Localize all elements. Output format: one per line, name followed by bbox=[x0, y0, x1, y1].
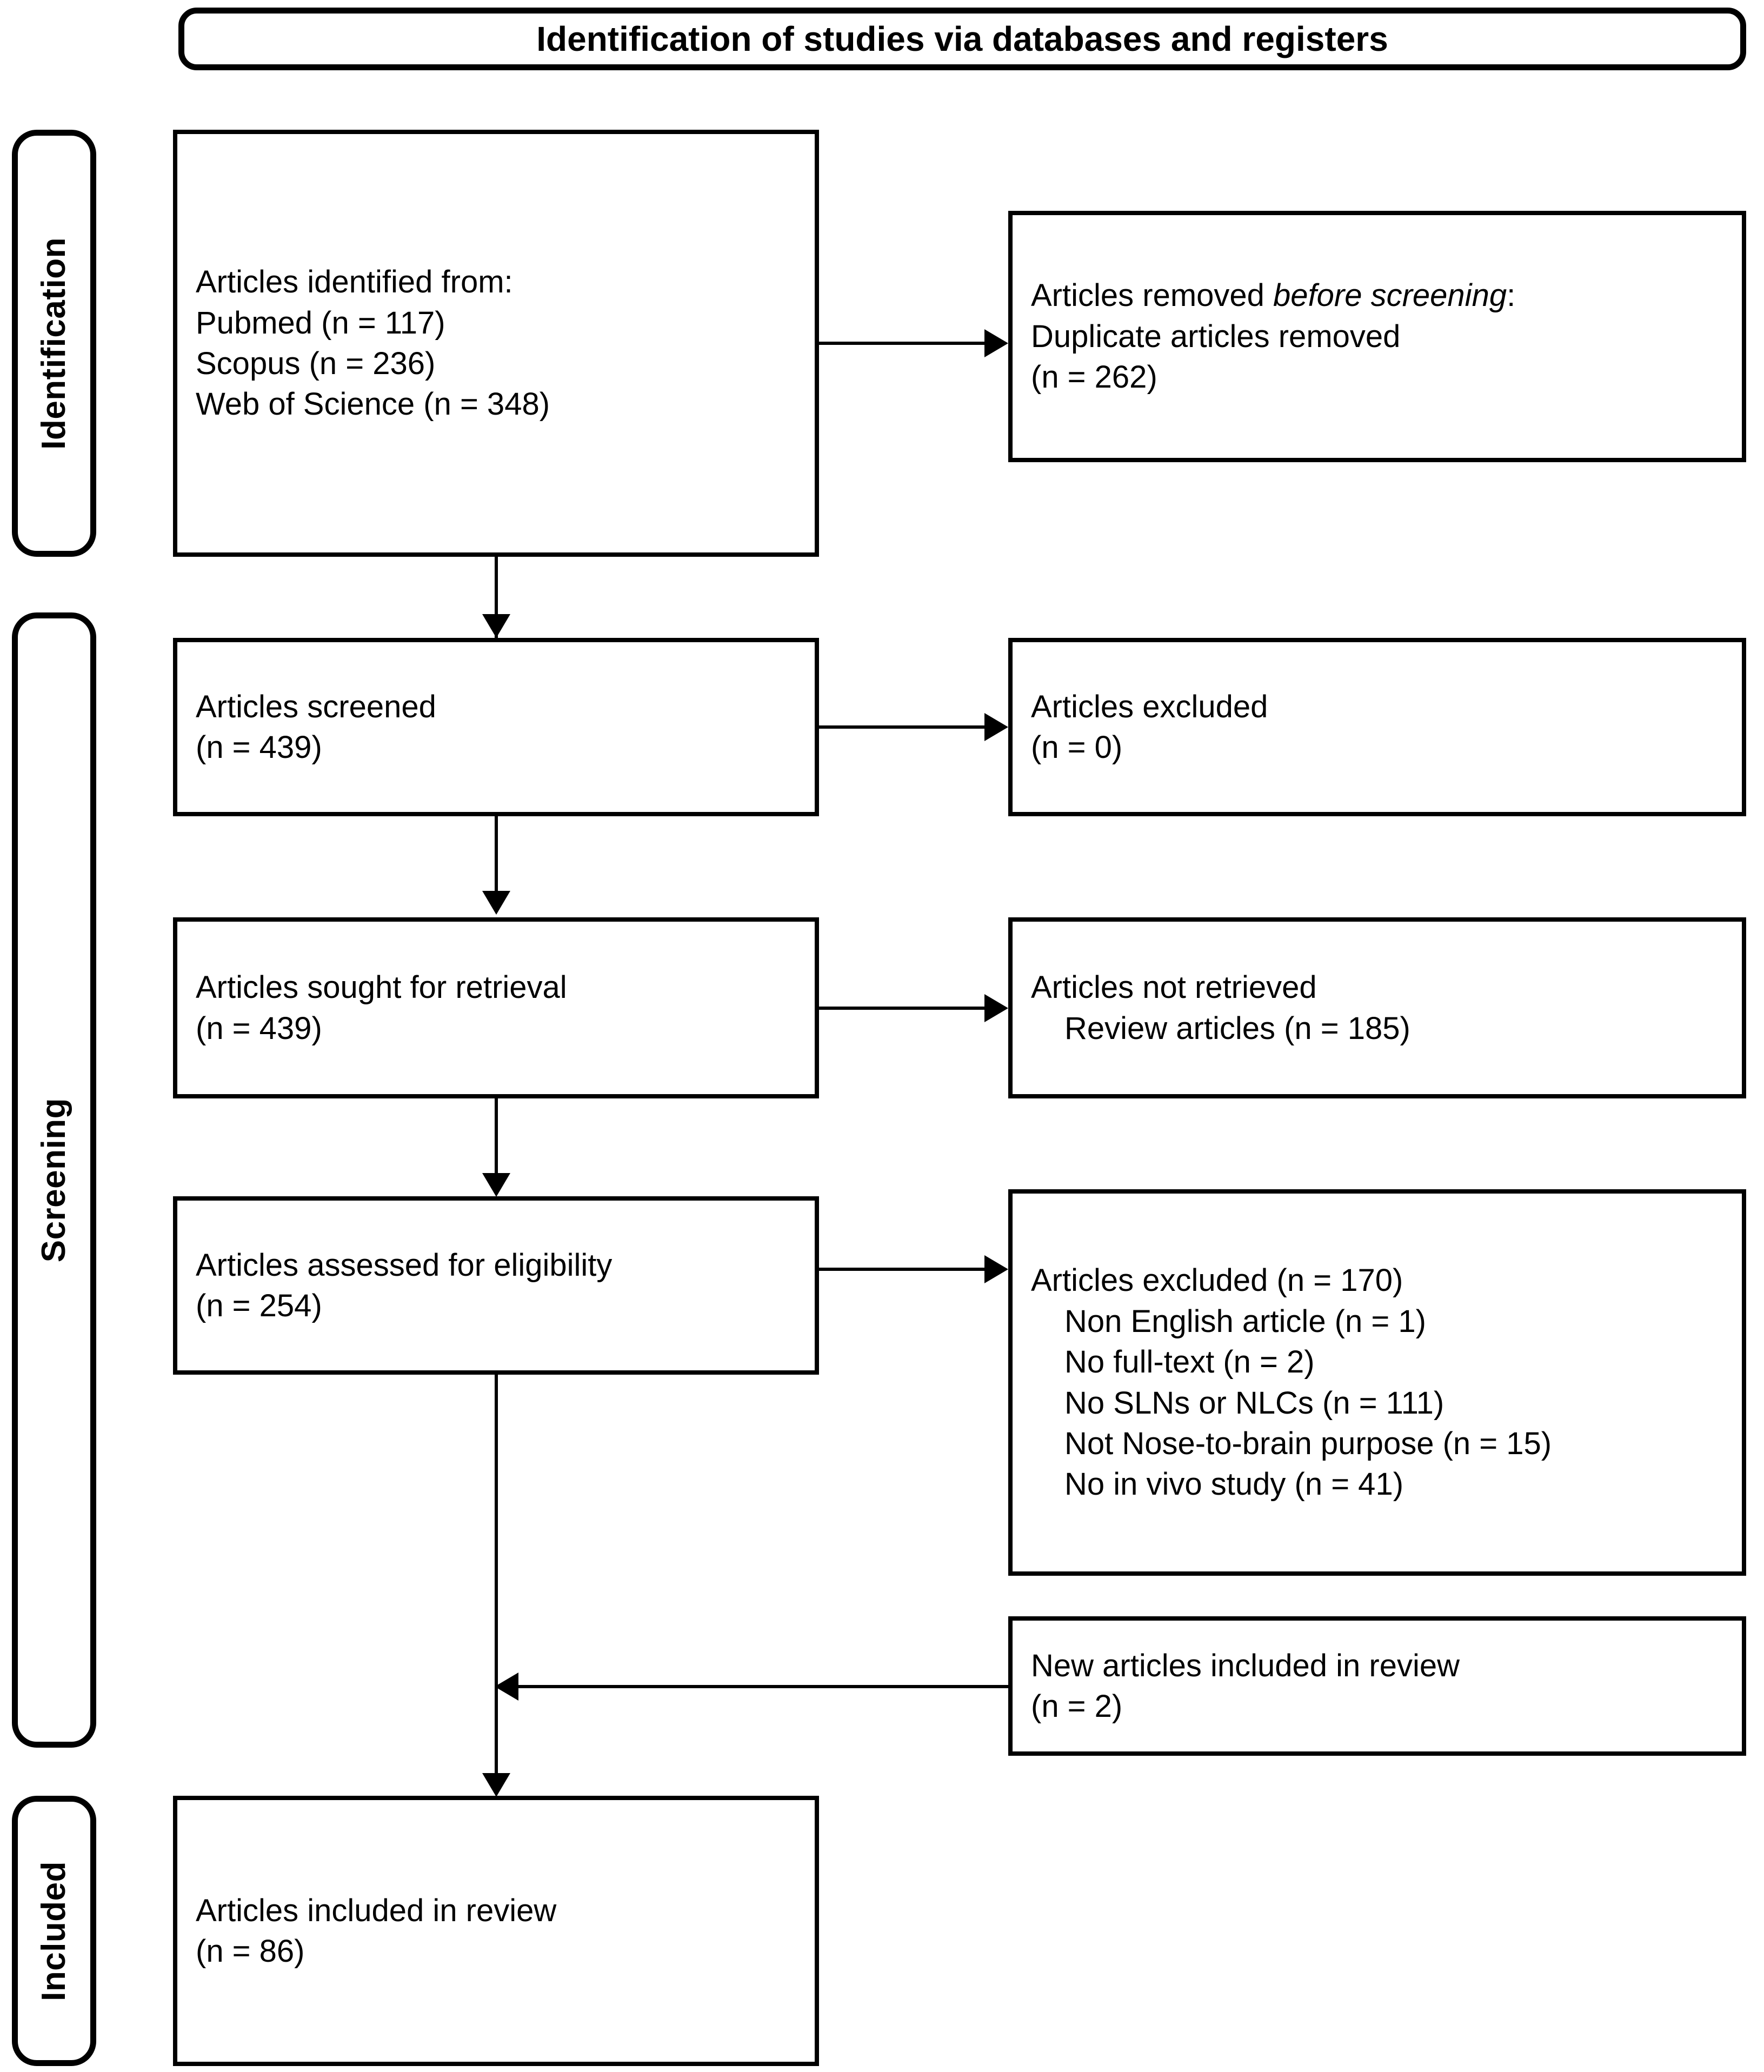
connector-new-articles-to-included bbox=[518, 1685, 1008, 1688]
box-articles-identified-text: Articles identified from: Pubmed (n = 11… bbox=[177, 262, 815, 425]
stage-label-screening: Screening bbox=[35, 1097, 72, 1263]
box-articles-screened-text: Articles screened (n = 439) bbox=[177, 687, 815, 768]
arrowhead-identified-to-screened bbox=[482, 614, 510, 638]
line-identified-from: Articles identified from: bbox=[196, 264, 513, 300]
line-assessed-eligibility: Articles assessed for eligibility bbox=[196, 1247, 613, 1283]
line-included-in-review: Articles included in review bbox=[196, 1893, 557, 1928]
box-articles-identified: Articles identified from: Pubmed (n = 11… bbox=[173, 130, 819, 557]
box-articles-included-review-text: Articles included in review (n = 86) bbox=[177, 1890, 815, 1972]
stage-pill-included: Included bbox=[12, 1796, 96, 2066]
box-new-articles-included-text: New articles included in review (n = 2) bbox=[1013, 1645, 1742, 1727]
line-duplicate-removed: Duplicate articles removed bbox=[1031, 318, 1401, 354]
line-articles-excluded-count: (n = 0) bbox=[1031, 730, 1123, 765]
arrowhead-assessed-to-included bbox=[482, 1773, 510, 1797]
line-assessed-eligibility-count: (n = 254) bbox=[196, 1288, 322, 1323]
box-articles-screened: Articles screened (n = 439) bbox=[173, 638, 819, 816]
box-articles-sought-retrieval: Articles sought for retrieval (n = 439) bbox=[173, 917, 819, 1098]
line-not-retrieved: Articles not retrieved bbox=[1031, 970, 1317, 1005]
line-excl-non-english: Non English article (n = 1) bbox=[1064, 1303, 1426, 1339]
arrowhead-screened-to-excluded bbox=[984, 713, 1008, 741]
line-not-retrieved-review-articles: Review articles (n = 185) bbox=[1064, 1010, 1410, 1046]
arrowhead-assessed-to-excluded bbox=[984, 1255, 1008, 1283]
connector-screened-to-sought bbox=[495, 816, 498, 905]
arrowhead-sought-to-assessed bbox=[482, 1173, 510, 1197]
connector-assessed-to-included bbox=[495, 1375, 498, 1785]
line-articles-screened-count: (n = 439) bbox=[196, 730, 322, 765]
box-articles-assessed-eligibility: Articles assessed for eligibility (n = 2… bbox=[173, 1196, 819, 1375]
connector-identified-to-screened bbox=[495, 557, 498, 638]
box-new-articles-included: New articles included in review (n = 2) bbox=[1008, 1616, 1746, 1756]
box-articles-removed-before-screening: Articles removed before screening: Dupli… bbox=[1008, 211, 1746, 462]
removed-suffix: : bbox=[1507, 278, 1516, 314]
connector-identified-to-removed bbox=[819, 342, 988, 345]
line-duplicate-count: (n = 262) bbox=[1031, 359, 1157, 395]
arrowhead-sought-to-not-retrieved bbox=[984, 994, 1008, 1022]
line-pubmed: Pubmed (n = 117) bbox=[196, 305, 445, 341]
stage-label-identification: Identification bbox=[35, 237, 72, 450]
line-sought-for-retrieval-count: (n = 439) bbox=[196, 1010, 322, 1046]
diagram-banner: Identification of studies via databases … bbox=[178, 8, 1746, 70]
line-new-articles-included: New articles included in review bbox=[1031, 1648, 1460, 1683]
banner-title: Identification of studies via databases … bbox=[536, 19, 1388, 58]
connector-sought-to-not-retrieved bbox=[819, 1007, 988, 1010]
box-articles-sought-retrieval-text: Articles sought for retrieval (n = 439) bbox=[177, 967, 815, 1049]
line-excl-no-in-vivo: No in vivo study (n = 41) bbox=[1064, 1467, 1404, 1502]
box-articles-removed-text: Articles removed before screening: Dupli… bbox=[1013, 275, 1742, 397]
line-excl-not-nose-to-brain: Not Nose-to-brain purpose (n = 15) bbox=[1064, 1425, 1552, 1461]
stage-pill-screening: Screening bbox=[12, 612, 96, 1748]
arrowhead-identified-to-removed bbox=[984, 329, 1008, 357]
box-articles-excluded-eligibility-text: Articles excluded (n = 170) Non English … bbox=[1013, 1260, 1742, 1504]
line-new-articles-count: (n = 2) bbox=[1031, 1689, 1123, 1724]
line-sought-for-retrieval: Articles sought for retrieval bbox=[196, 970, 567, 1005]
box-articles-excluded-screening-text: Articles excluded (n = 0) bbox=[1013, 687, 1742, 768]
line-included-in-review-count: (n = 86) bbox=[196, 1934, 305, 1969]
box-articles-assessed-eligibility-text: Articles assessed for eligibility (n = 2… bbox=[177, 1245, 815, 1327]
connector-sought-to-assessed bbox=[495, 1098, 498, 1188]
stage-label-included: Included bbox=[35, 1861, 72, 2001]
removed-italic: before screening bbox=[1273, 278, 1507, 314]
line-scopus: Scopus (n = 236) bbox=[196, 346, 436, 381]
box-articles-not-retrieved-text: Articles not retrieved Review articles (… bbox=[1013, 967, 1742, 1049]
stage-pill-identification: Identification bbox=[12, 130, 96, 557]
line-web-of-science: Web of Science (n = 348) bbox=[196, 387, 550, 422]
removed-prefix: Articles removed bbox=[1031, 278, 1274, 314]
arrowhead-screened-to-sought bbox=[482, 891, 510, 915]
connector-screened-to-excluded bbox=[819, 725, 988, 729]
connector-assessed-to-excluded bbox=[819, 1268, 988, 1271]
arrowhead-new-articles-to-included bbox=[495, 1673, 518, 1701]
line-articles-excluded: Articles excluded bbox=[1031, 689, 1268, 724]
line-excluded-heading: Articles excluded (n = 170) bbox=[1031, 1263, 1403, 1298]
line-articles-screened: Articles screened bbox=[196, 689, 436, 724]
box-articles-excluded-eligibility: Articles excluded (n = 170) Non English … bbox=[1008, 1189, 1746, 1576]
box-articles-included-review: Articles included in review (n = 86) bbox=[173, 1796, 819, 2066]
box-articles-not-retrieved: Articles not retrieved Review articles (… bbox=[1008, 917, 1746, 1098]
box-articles-excluded-screening: Articles excluded (n = 0) bbox=[1008, 638, 1746, 816]
line-excl-no-full-text: No full-text (n = 2) bbox=[1064, 1344, 1315, 1380]
line-excl-no-slns-nlcs: No SLNs or NLCs (n = 111) bbox=[1064, 1385, 1445, 1421]
line-removed-before-screening: Articles removed before screening: bbox=[1031, 275, 1723, 316]
